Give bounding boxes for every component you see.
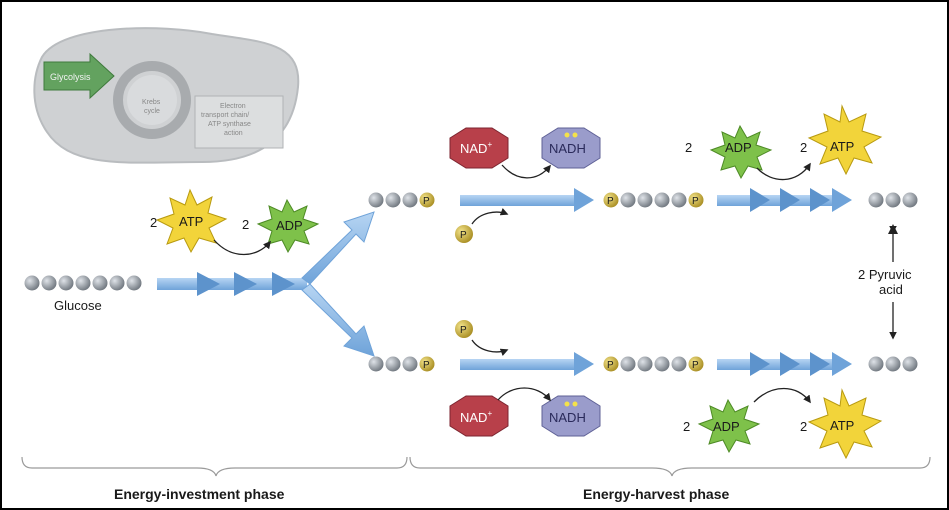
bottom-atp-burst xyxy=(807,388,883,460)
top-atp-burst xyxy=(807,104,883,176)
bottom-phosphate-2-label: P xyxy=(607,360,614,371)
bottom-free-phosphate-label: P xyxy=(460,325,467,336)
top-adp-burst xyxy=(709,124,773,180)
top-nad-hexagon xyxy=(449,127,509,169)
bottom-atp-curve-arrow xyxy=(753,388,811,404)
bottom-g3p-molecule xyxy=(368,356,435,372)
harvest-phase-brace xyxy=(409,456,931,477)
top-atp-label: ATP xyxy=(830,139,854,154)
bottom-harvest-arrow xyxy=(717,352,852,376)
inset-krebs-label-2: cycle xyxy=(144,108,160,115)
atp-burst-investment xyxy=(155,188,228,254)
glucose-label: Glucose xyxy=(54,298,102,313)
top-phosphate-3-label: P xyxy=(692,196,699,207)
top-nadh-label: NADH xyxy=(549,141,586,156)
top-nad-label: NAD+ xyxy=(460,140,492,156)
investment-curve-arrow xyxy=(213,239,271,255)
top-atp-count: 2 xyxy=(800,140,807,155)
bottom-adp-burst xyxy=(697,398,761,454)
bottom-phosphate-3-label: P xyxy=(692,360,699,371)
top-phosphate-curve-arrow xyxy=(471,208,509,225)
top-phosphate-2-label: P xyxy=(607,196,614,207)
top-main-arrow xyxy=(460,188,594,212)
inset-etc-label-4: action xyxy=(224,130,243,137)
pyruvic-label-2: acid xyxy=(879,282,903,297)
top-bpg-molecule xyxy=(603,192,704,208)
inset-etc-label-2: transport chain/ xyxy=(201,112,249,119)
investment-phase-brace xyxy=(21,456,408,477)
top-nadh-hexagon xyxy=(541,127,601,169)
bottom-bpg-molecule xyxy=(603,356,704,372)
investment-phase-label: Energy-investment phase xyxy=(114,486,285,502)
bottom-phosphate-curve-arrow xyxy=(471,339,509,356)
top-adp-count: 2 xyxy=(685,140,692,155)
bottom-nad-curve-arrow xyxy=(497,387,551,402)
bottom-phosphate-1-label: P xyxy=(423,360,430,371)
top-adp-label: ADP xyxy=(725,140,752,155)
inset-etc-label-1: Electron xyxy=(220,103,246,110)
top-harvest-arrow xyxy=(717,188,852,212)
top-g3p-molecule xyxy=(368,192,435,208)
bottom-nad-label: NAD+ xyxy=(460,409,492,425)
inset-etc-label-3: ATP synthase xyxy=(208,121,251,128)
top-free-phosphate xyxy=(455,225,473,243)
harvest-phase-label: Energy-harvest phase xyxy=(583,486,729,502)
bottom-adp-label: ADP xyxy=(713,419,740,434)
cell-inset: Glycolysis Krebs cycle Electron transpor… xyxy=(33,27,300,164)
investment-arrow xyxy=(157,211,375,357)
adp-burst-investment xyxy=(256,198,320,254)
glucose-molecule xyxy=(24,275,142,291)
atp-label-investment: ATP xyxy=(179,214,203,229)
atp-count-investment: 2 xyxy=(150,215,157,230)
bottom-nad-hexagon xyxy=(449,395,509,437)
bottom-nadh-label: NADH xyxy=(549,410,586,425)
pyruvic-label-1: 2 Pyruvic xyxy=(858,267,912,282)
bottom-atp-label: ATP xyxy=(830,418,854,433)
bottom-main-arrow xyxy=(460,352,594,376)
bottom-nadh-hexagon xyxy=(541,395,601,437)
inset-glycolysis-label: Glycolysis xyxy=(50,72,91,82)
top-pyruvate-molecule xyxy=(868,192,918,208)
top-nad-curve-arrow xyxy=(501,164,551,179)
bottom-free-phosphate xyxy=(455,320,473,338)
top-phosphate-1-label: P xyxy=(423,196,430,207)
top-atp-curve-arrow xyxy=(756,162,811,181)
bottom-atp-count: 2 xyxy=(800,419,807,434)
top-free-phosphate-label: P xyxy=(460,230,467,241)
inset-krebs-label-1: Krebs xyxy=(142,99,161,106)
bottom-pyruvate-molecule xyxy=(868,356,918,372)
adp-count-investment: 2 xyxy=(242,217,249,232)
adp-label-investment: ADP xyxy=(276,218,303,233)
bottom-adp-count: 2 xyxy=(683,419,690,434)
